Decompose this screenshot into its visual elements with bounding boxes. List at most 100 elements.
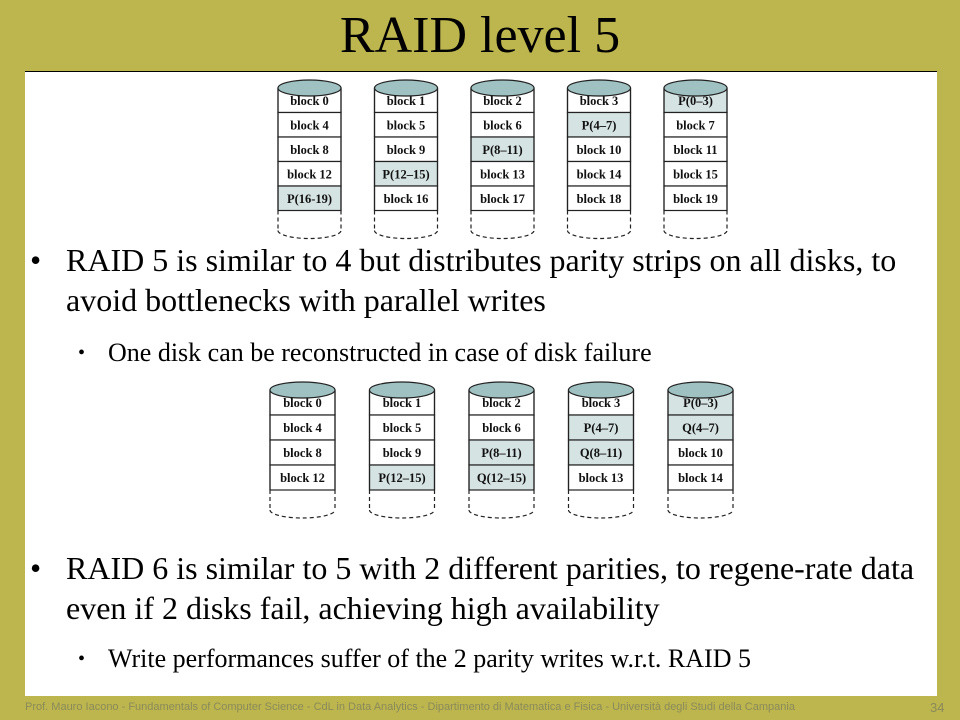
disk-dashed-bottom bbox=[368, 509, 436, 519]
disk-block-label: block 10 bbox=[678, 446, 723, 460]
disk-block bbox=[567, 414, 635, 441]
bullet-raid6: • RAID 6 is similar to 5 with 2 differen… bbox=[30, 548, 915, 628]
disk-block-label: Q(12–15) bbox=[477, 471, 526, 485]
subbullet-symbol: • bbox=[78, 648, 86, 670]
disk-dashed-bottom bbox=[667, 509, 734, 519]
disk-block bbox=[368, 414, 436, 441]
disk-block bbox=[269, 439, 336, 466]
disk-block-label: block 0 bbox=[283, 396, 322, 410]
disk-block-label: block 17 bbox=[480, 192, 525, 206]
disk-block bbox=[373, 185, 439, 212]
disk-block bbox=[667, 464, 734, 491]
raid6-disk-0: block 0 block 4 block 8 block 12 bbox=[269, 381, 336, 519]
disk-block-label: block 14 bbox=[678, 471, 724, 485]
disk-top-cap bbox=[468, 381, 535, 399]
subbullet-raid6-text: Write performances suffer of the 2 parit… bbox=[108, 644, 751, 673]
raid6-disk-4: P(0–3) Q(4–7) block 10 block 14 bbox=[667, 381, 734, 519]
disk-top-cap bbox=[667, 381, 734, 399]
disk-block bbox=[468, 464, 535, 491]
disk-block bbox=[368, 439, 436, 466]
disk-block-label: P(8–11) bbox=[482, 143, 522, 157]
subbullet-symbol: • bbox=[78, 342, 86, 364]
subbullet-raid5: • One disk can be reconstructed in case … bbox=[78, 336, 898, 370]
disk-dashed-bottom bbox=[663, 230, 728, 240]
disk-block bbox=[663, 136, 728, 163]
bullet-raid5-text: RAID 5 is similar to 4 but distributes p… bbox=[66, 242, 897, 318]
disk-block-label: block 1 bbox=[387, 94, 426, 108]
bullet-raid6-text: RAID 6 is similar to 5 with 2 different … bbox=[66, 550, 915, 626]
bullet-raid5: • RAID 5 is similar to 4 but distributes… bbox=[30, 240, 910, 320]
disk-block-label: block 12 bbox=[287, 167, 332, 181]
disk-dashed-bottom bbox=[566, 230, 632, 240]
disk-block bbox=[663, 185, 728, 212]
disk-block-label: block 5 bbox=[383, 421, 422, 435]
disk-dashed-bottom bbox=[468, 509, 535, 519]
raid5-disk-1: block 1 block 5 block 9 P(12–15) block 16 bbox=[373, 79, 439, 240]
raid5-disk-2: block 2 block 6 P(8–11) block 13 block 17 bbox=[470, 79, 535, 240]
disk-block-label: P(4–7) bbox=[582, 118, 617, 132]
disk-block bbox=[269, 464, 336, 491]
disk-block-label: block 6 bbox=[483, 118, 522, 132]
disk-block bbox=[368, 464, 436, 491]
disk-block-label: P(12–15) bbox=[378, 471, 425, 485]
disk-block-label: block 6 bbox=[482, 421, 521, 435]
disk-block-label: block 7 bbox=[676, 118, 715, 132]
raid6-disk-1: block 1 block 5 block 9 P(12–15) bbox=[368, 381, 436, 519]
disk-block-label: block 13 bbox=[579, 471, 624, 485]
disk-dashed-bottom bbox=[470, 230, 535, 240]
disk-block-label: block 3 bbox=[582, 396, 621, 410]
disk-block-label: block 8 bbox=[290, 143, 329, 157]
disk-block bbox=[470, 160, 535, 187]
subbullet-raid5-text: One disk can be reconstructed in case of… bbox=[108, 338, 652, 367]
disk-block-label: block 2 bbox=[483, 94, 522, 108]
disk-block-label: block 3 bbox=[580, 94, 619, 108]
disk-top-cap bbox=[277, 79, 342, 97]
disk-block-label: block 13 bbox=[480, 167, 525, 181]
disk-block-label: block 2 bbox=[482, 396, 521, 410]
disk-block-label: block 12 bbox=[280, 471, 325, 485]
disk-dashed-bottom bbox=[373, 230, 439, 240]
disk-top-cap bbox=[470, 79, 535, 97]
disk-block-label: block 9 bbox=[383, 446, 422, 460]
disk-block-label: block 19 bbox=[673, 192, 718, 206]
disk-block-label: block 4 bbox=[283, 421, 322, 435]
disk-block-label: block 8 bbox=[283, 446, 322, 460]
disk-block bbox=[269, 414, 336, 441]
disk-block-label: P(12–15) bbox=[382, 167, 429, 181]
disk-block-label: P(0–3) bbox=[678, 94, 713, 108]
title-divider bbox=[25, 71, 937, 72]
disk-block-label: Q(8–11) bbox=[580, 446, 622, 460]
page-number: 34 bbox=[930, 700, 945, 715]
disk-block bbox=[566, 185, 632, 212]
subbullet-raid6: • Write performances suffer of the 2 par… bbox=[78, 642, 918, 676]
bullet-symbol: • bbox=[30, 242, 42, 278]
footer-credits: Prof. Mauro Iacono - Fundamentals of Com… bbox=[25, 701, 795, 713]
disk-top-cap bbox=[567, 381, 635, 399]
disk-block-label: block 18 bbox=[577, 192, 622, 206]
disk-block-label: Q(4–7) bbox=[682, 421, 719, 435]
disk-block bbox=[567, 439, 635, 466]
disk-top-cap bbox=[368, 381, 436, 399]
disk-block-label: block 5 bbox=[387, 118, 426, 132]
disk-block-label: P(4–7) bbox=[584, 421, 619, 435]
disk-block-label: block 1 bbox=[383, 396, 422, 410]
bullet-symbol: • bbox=[30, 550, 42, 586]
raid5-disk-3: block 3 P(4–7) block 10 block 14 block 18 bbox=[566, 79, 632, 240]
disk-block-label: block 14 bbox=[577, 167, 623, 181]
disk-block-label: P(0–3) bbox=[683, 396, 718, 410]
disk-block-label: block 16 bbox=[384, 192, 429, 206]
disk-top-cap bbox=[269, 381, 336, 399]
disk-block-label: block 15 bbox=[673, 167, 718, 181]
disk-block-label: block 10 bbox=[577, 143, 622, 157]
disk-dashed-bottom bbox=[277, 230, 342, 240]
disk-top-cap bbox=[663, 79, 728, 97]
disk-dashed-bottom bbox=[269, 509, 336, 519]
disk-block-label: block 9 bbox=[387, 143, 426, 157]
disk-dashed-bottom bbox=[567, 509, 635, 519]
disk-block-label: block 0 bbox=[290, 94, 329, 108]
